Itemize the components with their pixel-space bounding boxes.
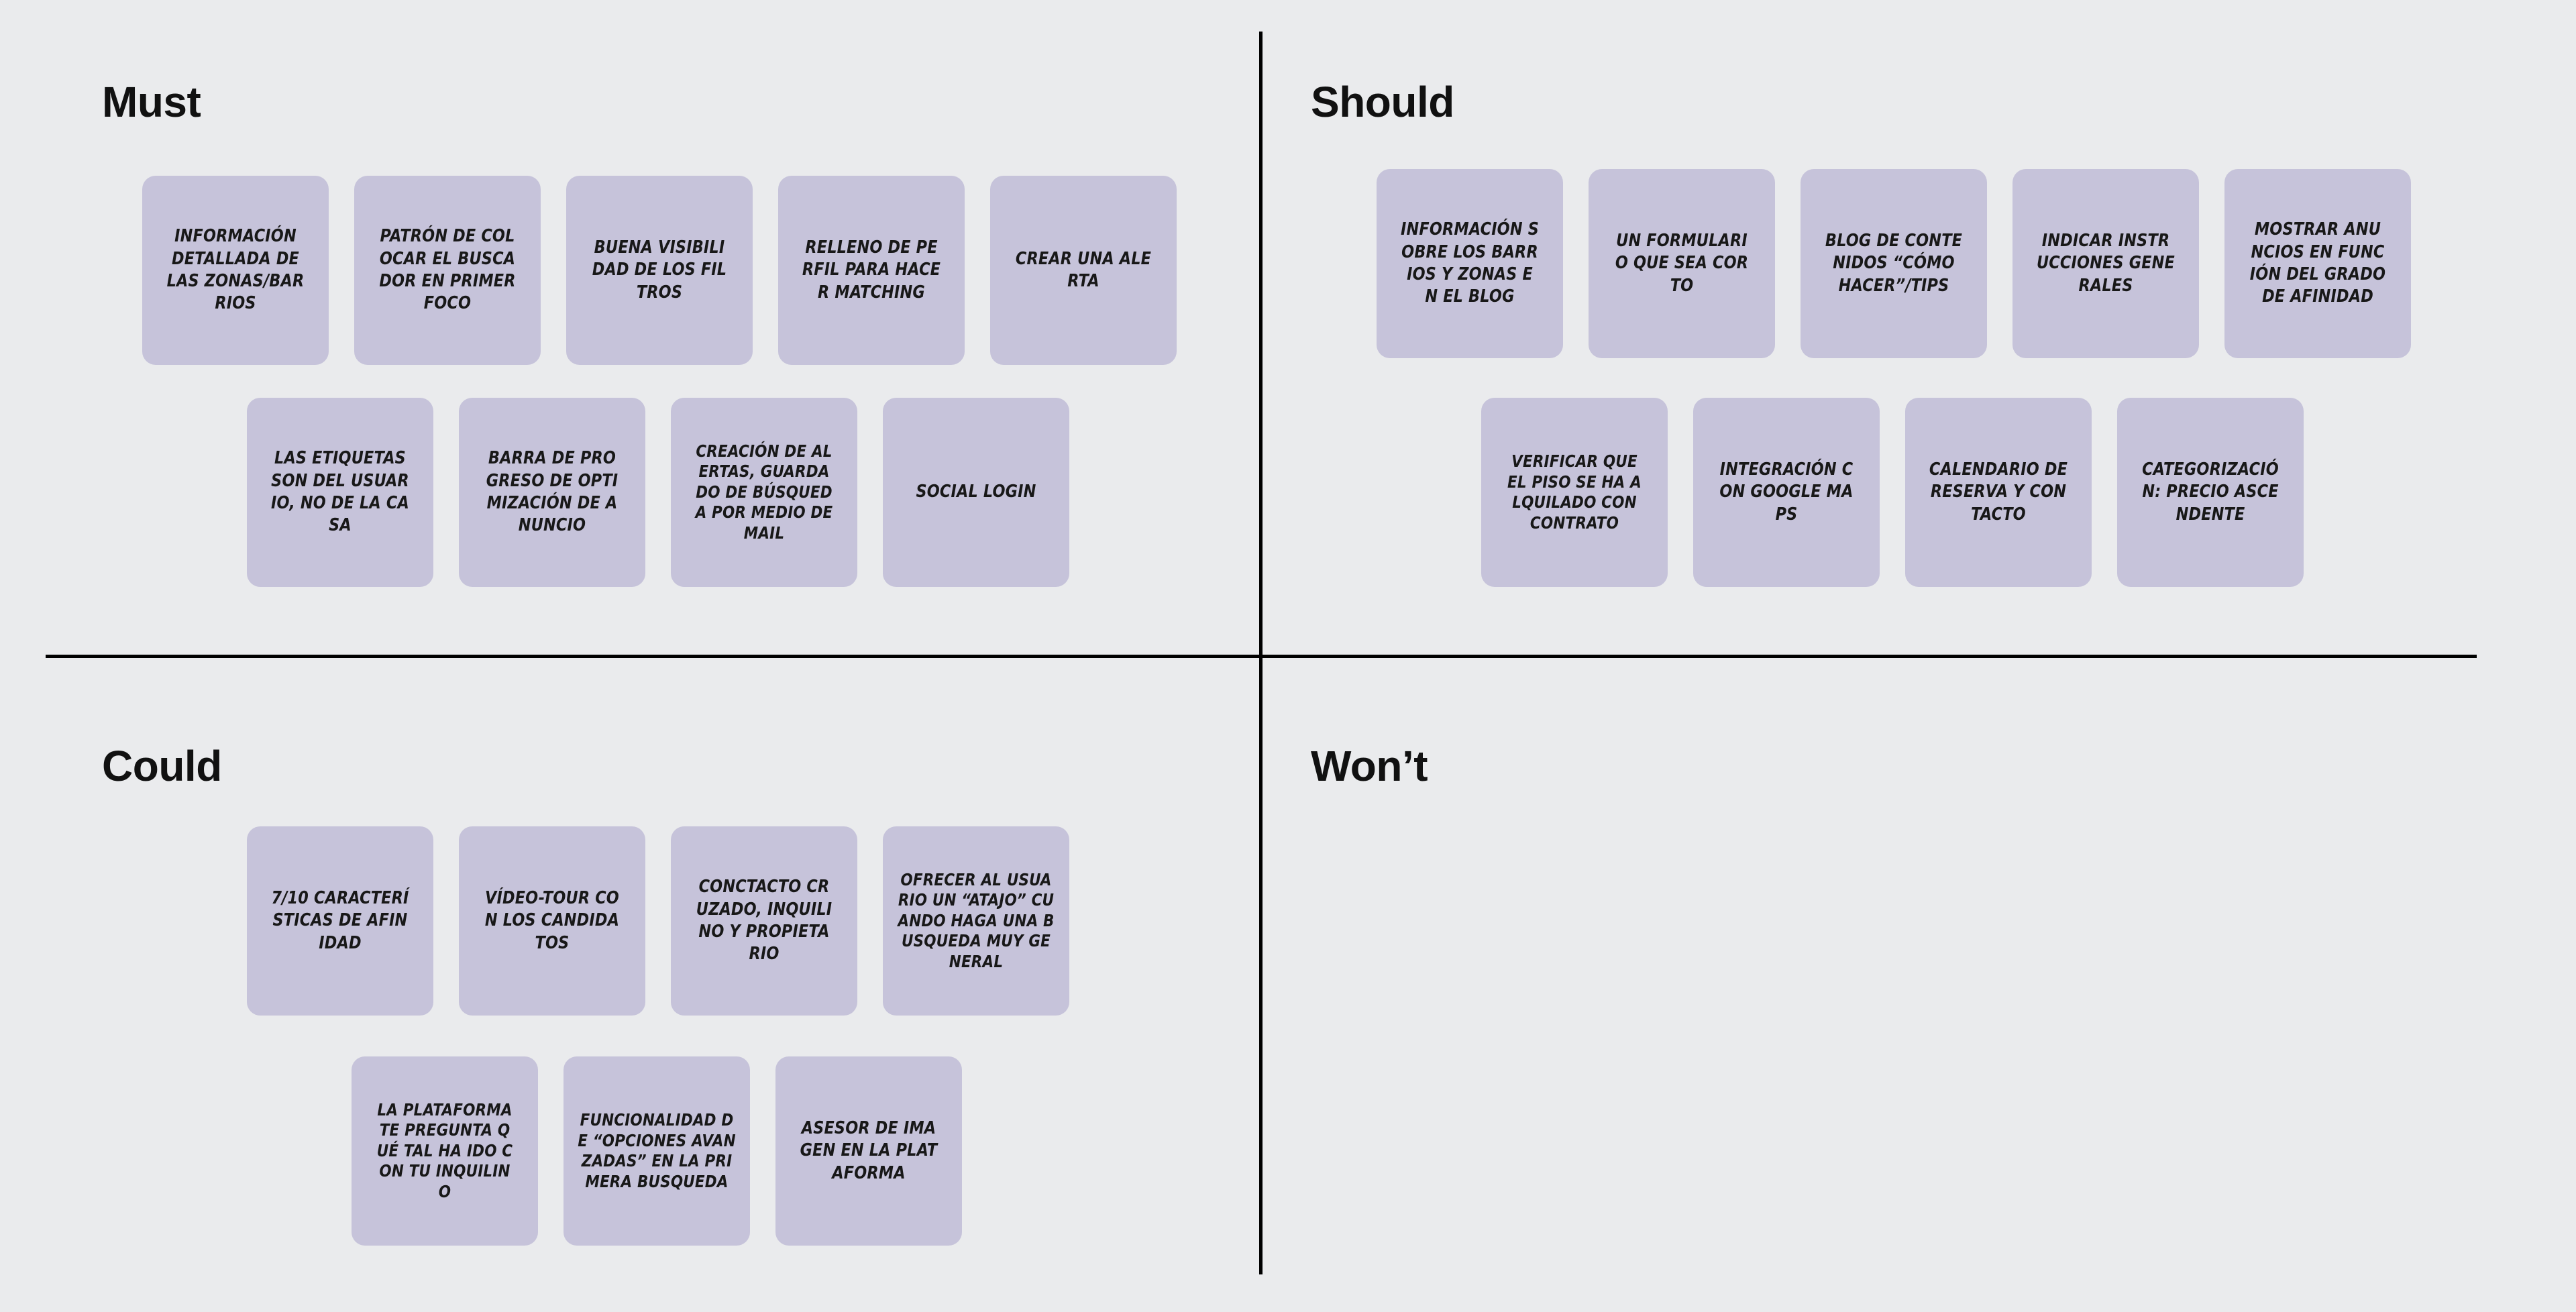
quadrant-title-wont: Won’t [1311, 742, 1428, 790]
must-row-1: INFORMACIÓN DETALLADA DE LAS ZONAS/BARRI… [142, 176, 1177, 365]
sticky-card[interactable]: INFORMACIÓN DETALLADA DE LAS ZONAS/BARRI… [142, 176, 329, 365]
sticky-card[interactable]: INDICAR INSTRUCCIONES GENERALES [2012, 169, 2199, 358]
sticky-card[interactable]: RELLENO DE PERFIL PARA HACER MATCHING [778, 176, 965, 365]
horizontal-divider [46, 655, 2477, 658]
sticky-card-text: SOCIAL LOGIN [916, 482, 1036, 502]
sticky-card-text: INFORMACIÓN DETALLADA DE LAS ZONAS/BARRI… [166, 226, 305, 314]
sticky-card-text: INDICAR INSTRUCCIONES GENERALES [2036, 231, 2176, 296]
sticky-card-text: INTEGRACIÓN CON GOOGLE MAPS [1719, 459, 1854, 525]
sticky-card[interactable]: CATEGORIZACIÓN: PRECIO ASCENDENTE [2117, 398, 2304, 587]
sticky-card-text: CATEGORIZACIÓN: PRECIO ASCENDENTE [2142, 459, 2279, 525]
sticky-card[interactable]: MOSTRAR ANUNCIOS EN FUNCIÓN DEL GRADO DE… [2224, 169, 2411, 358]
sticky-card-text: ASESOR DE IMAGEN EN LA PLATAFORMA [800, 1118, 938, 1183]
quadrant-title-should: Should [1311, 78, 1454, 126]
sticky-card[interactable]: FUNCIONALIDAD DE “OPCIONES AVANZADAS” EN… [564, 1056, 750, 1246]
sticky-card[interactable]: CREACIÓN DE ALERTAS, GUARDADO DE BÚSQUED… [671, 398, 857, 587]
sticky-card-text: VÍDEO-TOUR CON LOS CANDIDATOS [484, 888, 620, 953]
sticky-card-text: OFRECER AL USUARIO UN “ATAJO” CUANDO HAG… [898, 869, 1055, 971]
sticky-card-text: 7/10 CARACTERÍSTICAS DE AFINIDAD [271, 888, 409, 953]
could-row-1: 7/10 CARACTERÍSTICAS DE AFINIDAD VÍDEO-T… [247, 826, 1069, 1016]
quadrant-title-must: Must [102, 78, 201, 126]
sticky-card-text: UN FORMULARIO QUE SEA CORTO [1615, 231, 1749, 296]
must-row-2: LAS ETIQUETAS SON DEL USUARIO, NO DE LA … [247, 398, 1069, 587]
sticky-card[interactable]: VÍDEO-TOUR CON LOS CANDIDATOS [459, 826, 645, 1016]
sticky-card-text: LA PLATAFORMA TE PREGUNTA QUÉ TAL HA IDO… [376, 1099, 513, 1201]
sticky-card-text: BUENA VISIBILIDAD DE LOS FILTROS [592, 237, 727, 303]
sticky-card-text: RELLENO DE PERFIL PARA HACER MATCHING [802, 237, 941, 303]
sticky-card[interactable]: CONCTACTO CRUZADO, INQUILINO Y PROPIETAR… [671, 826, 857, 1016]
sticky-card-text: VERIFICAR QUE EL PISO SE HA ALQUILADO CO… [1507, 451, 1642, 533]
sticky-card-text: CREAR UNA ALERTA [1015, 248, 1152, 291]
sticky-card[interactable]: CREAR UNA ALERTA [990, 176, 1177, 365]
could-row-2: LA PLATAFORMA TE PREGUNTA QUÉ TAL HA IDO… [352, 1056, 962, 1246]
sticky-card[interactable]: BARRA DE PROGRESO DE OPTIMIZACIÓN DE ANU… [459, 398, 645, 587]
sticky-card-text: FUNCIONALIDAD DE “OPCIONES AVANZADAS” EN… [578, 1110, 736, 1191]
sticky-card[interactable]: LAS ETIQUETAS SON DEL USUARIO, NO DE LA … [247, 398, 433, 587]
vertical-divider [1259, 32, 1263, 1274]
sticky-card-text: CONCTACTO CRUZADO, INQUILINO Y PROPIETAR… [696, 877, 833, 965]
should-row-1: INFORMACIÓN SOBRE LOS BARRIOS Y ZONAS EN… [1377, 169, 2411, 358]
sticky-card[interactable]: PATRÓN DE COLOCAR EL BUSCADOR EN PRIMER … [354, 176, 541, 365]
sticky-card[interactable]: CALENDARIO DE RESERVA Y CONTACTO [1905, 398, 2092, 587]
sticky-card-text: CALENDARIO DE RESERVA Y CONTACTO [1929, 459, 2068, 525]
sticky-card-text: BARRA DE PROGRESO DE OPTIMIZACIÓN DE ANU… [486, 448, 619, 536]
sticky-card-text: CREACIÓN DE ALERTAS, GUARDADO DE BÚSQUED… [695, 441, 833, 543]
sticky-card[interactable]: INTEGRACIÓN CON GOOGLE MAPS [1693, 398, 1880, 587]
sticky-card-text: LAS ETIQUETAS SON DEL USUARIO, NO DE LA … [271, 448, 409, 536]
sticky-card-text: INFORMACIÓN SOBRE LOS BARRIOS Y ZONAS EN… [1401, 219, 1539, 307]
sticky-card[interactable]: 7/10 CARACTERÍSTICAS DE AFINIDAD [247, 826, 433, 1016]
quadrant-title-could: Could [102, 742, 222, 790]
sticky-card[interactable]: INFORMACIÓN SOBRE LOS BARRIOS Y ZONAS EN… [1377, 169, 1563, 358]
sticky-card[interactable]: BUENA VISIBILIDAD DE LOS FILTROS [566, 176, 753, 365]
should-row-2: VERIFICAR QUE EL PISO SE HA ALQUILADO CO… [1481, 398, 2304, 587]
sticky-card-text: PATRÓN DE COLOCAR EL BUSCADOR EN PRIMER … [379, 226, 516, 314]
sticky-card[interactable]: BLOG DE CONTENIDOS “CÓMO HACER”/TIPS [1801, 169, 1987, 358]
sticky-card[interactable]: VERIFICAR QUE EL PISO SE HA ALQUILADO CO… [1481, 398, 1668, 587]
sticky-card[interactable]: ASESOR DE IMAGEN EN LA PLATAFORMA [775, 1056, 962, 1246]
sticky-card-text: BLOG DE CONTENIDOS “CÓMO HACER”/TIPS [1825, 231, 1963, 296]
sticky-card[interactable]: SOCIAL LOGIN [883, 398, 1069, 587]
sticky-card-text: MOSTRAR ANUNCIOS EN FUNCIÓN DEL GRADO DE… [2249, 219, 2386, 307]
sticky-card[interactable]: UN FORMULARIO QUE SEA CORTO [1589, 169, 1775, 358]
sticky-card[interactable]: OFRECER AL USUARIO UN “ATAJO” CUANDO HAG… [883, 826, 1069, 1016]
sticky-card[interactable]: LA PLATAFORMA TE PREGUNTA QUÉ TAL HA IDO… [352, 1056, 538, 1246]
